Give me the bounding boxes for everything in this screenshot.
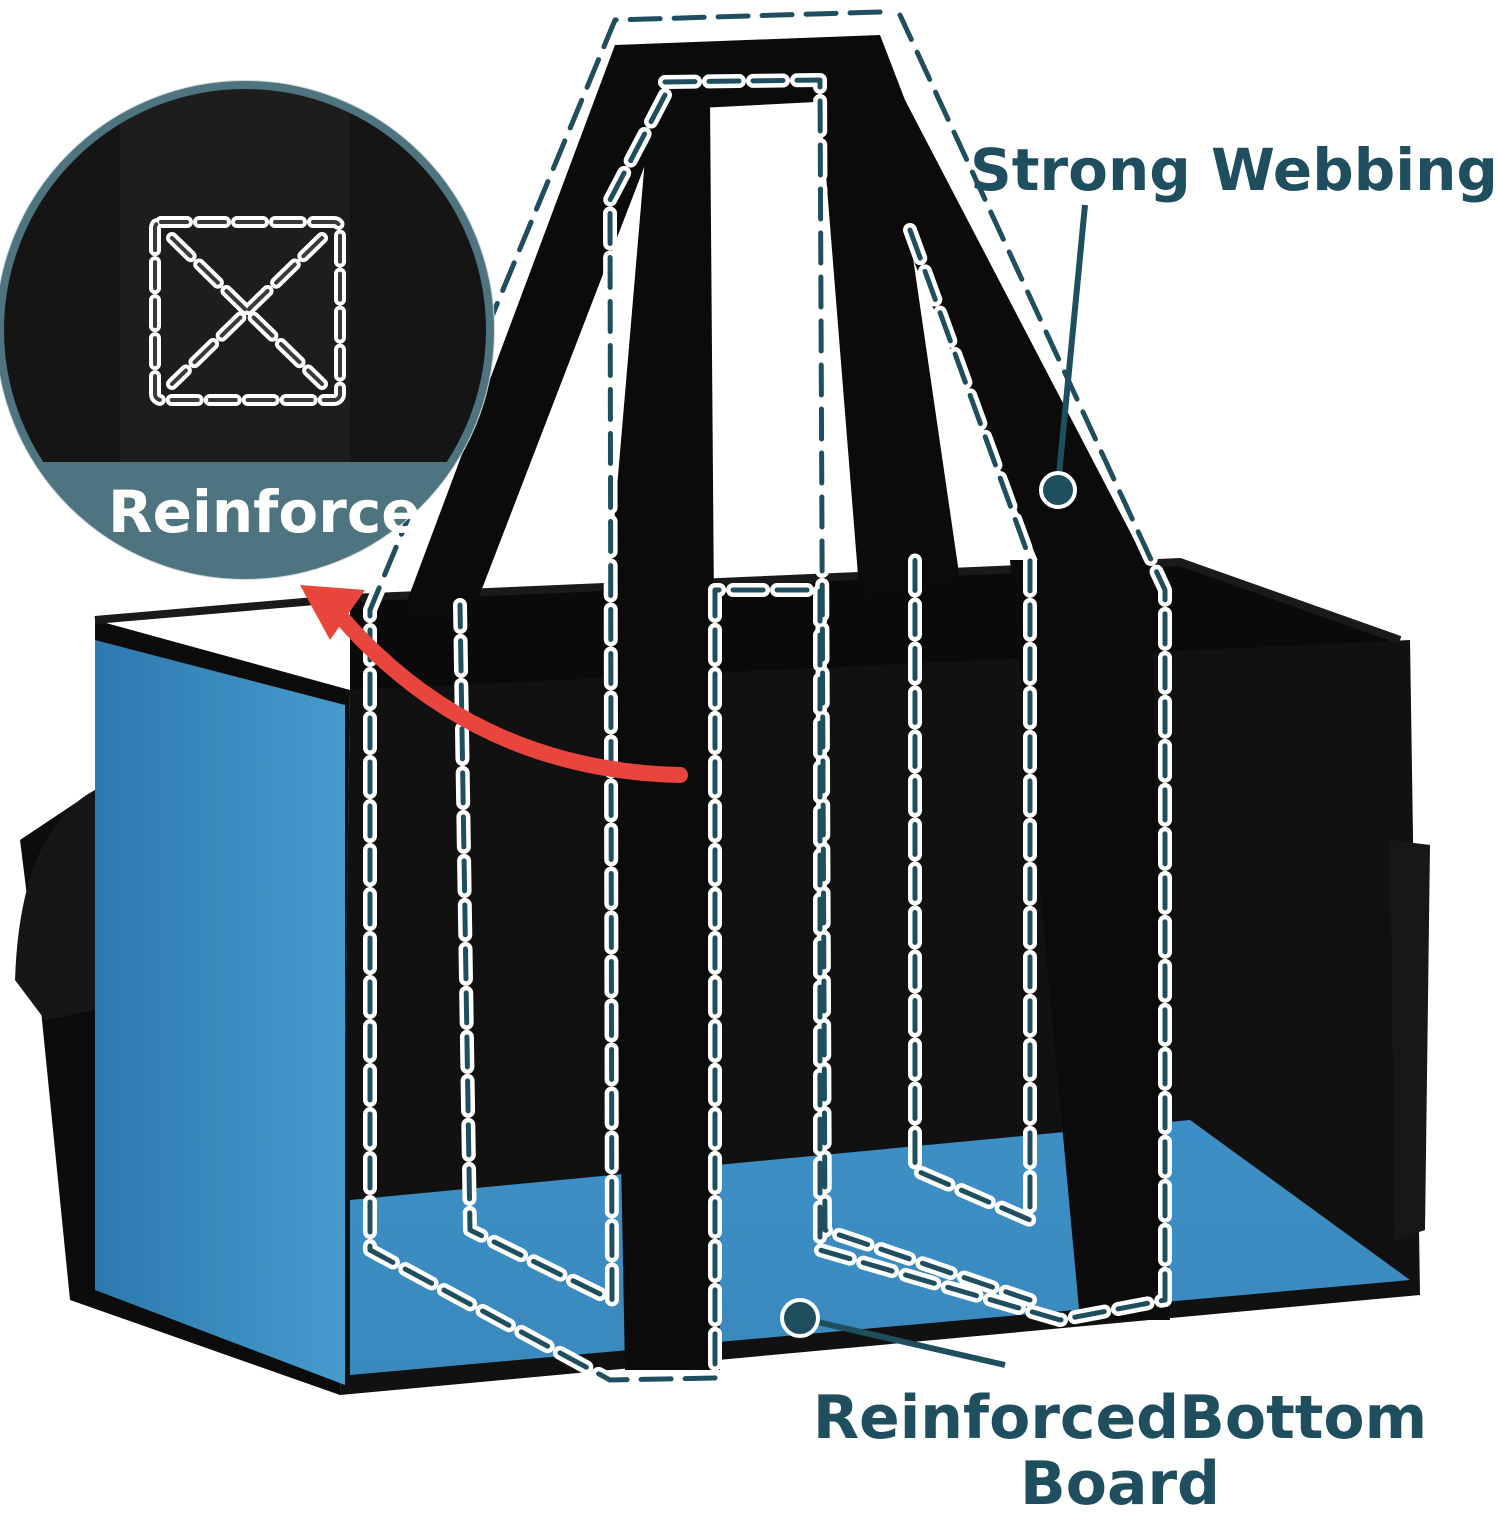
strong-webbing-label: Strong Webbing (970, 136, 1498, 204)
box-x-stitch-icon (149, 216, 346, 406)
reinforce-inset (0, 80, 495, 580)
curved-red-arrow-icon (300, 585, 688, 783)
reinforced-bottom-label: ReinforcedBottom Board (800, 1385, 1440, 1517)
reinforced-bottom-line1: ReinforcedBottom (812, 1383, 1428, 1453)
side-board (95, 640, 345, 1385)
pointer-bottom-board (780, 1298, 1006, 1368)
reinforce-label: Reinforce (108, 478, 421, 546)
tote-bag (15, 557, 1430, 1395)
stitch-outlines (363, 5, 1172, 1387)
reinforced-bottom-line2: Board (1020, 1449, 1220, 1519)
handle-straps (400, 35, 1170, 1370)
pointer-strong-webbing (1039, 204, 1088, 509)
